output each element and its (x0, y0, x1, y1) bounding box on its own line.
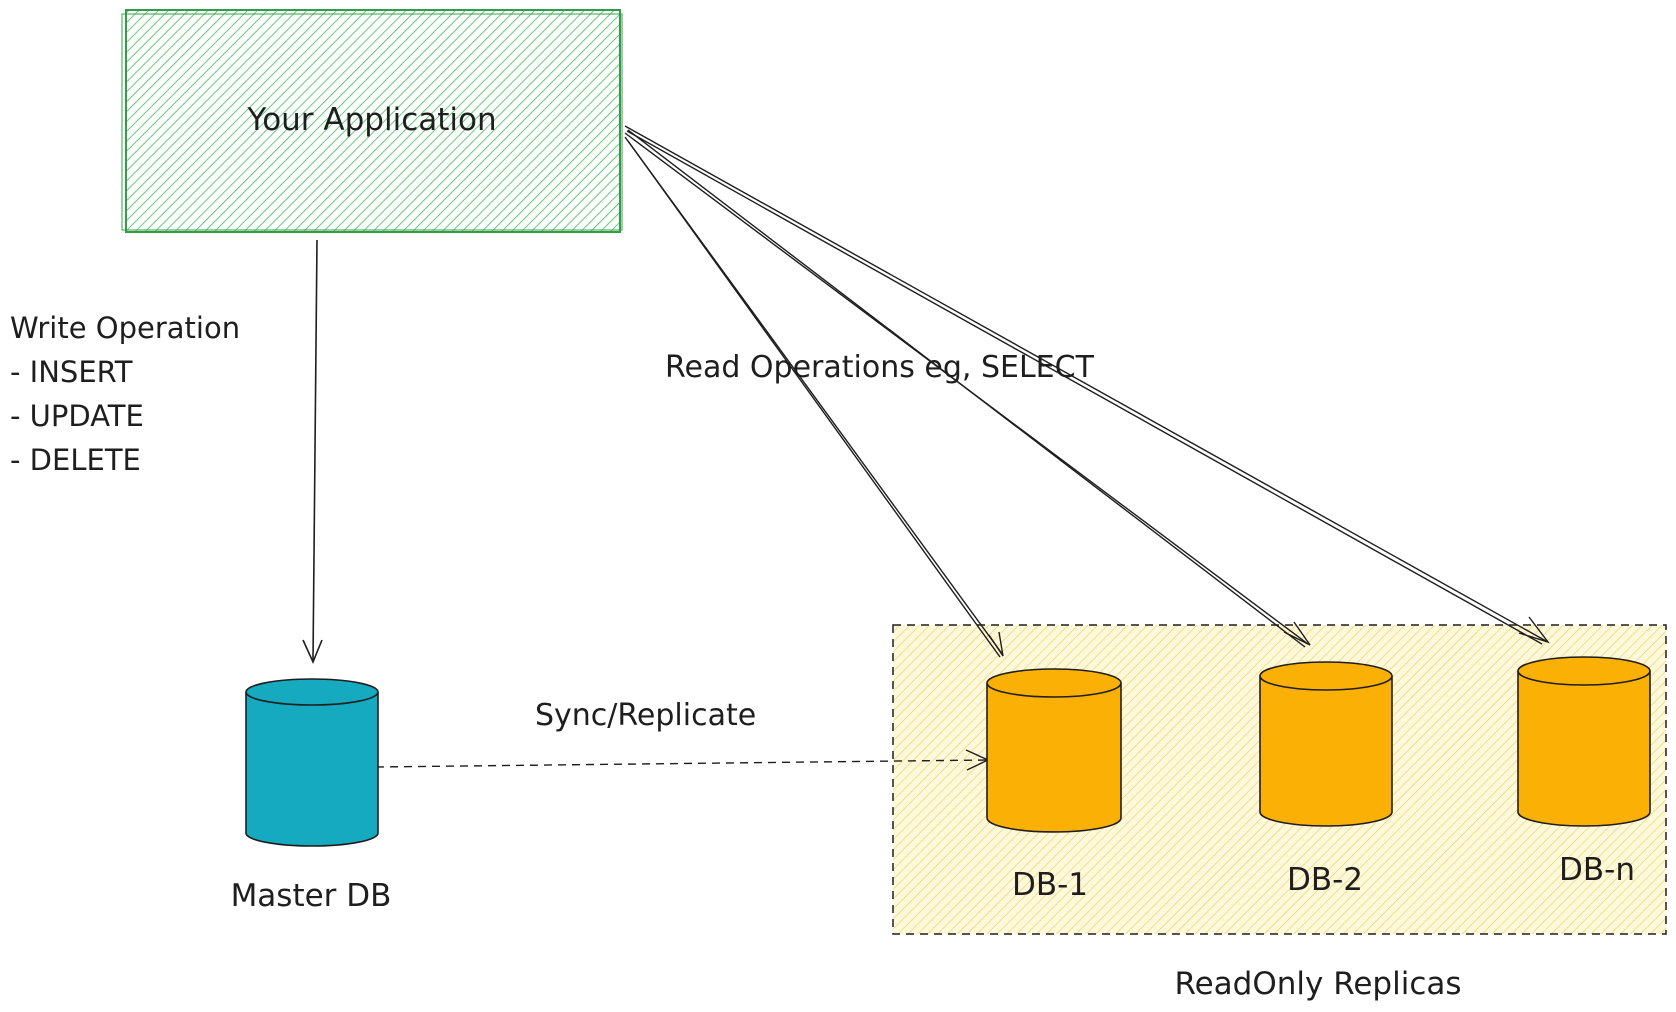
write-op-insert: - INSERT (10, 355, 133, 389)
replica-db-2-cylinder[interactable] (1259, 661, 1393, 827)
master-db-label: Master DB (231, 878, 392, 914)
write-arrow (302, 239, 323, 665)
replica-db-1-cylinder[interactable] (986, 668, 1122, 833)
write-operation-title: Write Operation (10, 311, 240, 345)
replica-db-n-cylinder[interactable] (1517, 656, 1651, 827)
sync-replicate-label: Sync/Replicate (535, 698, 756, 733)
read-arrow-db2 (624, 129, 1311, 648)
application-box[interactable]: Your Application (121, 9, 623, 233)
write-operation-label: Write Operation - INSERT - UPDATE - DELE… (10, 311, 240, 477)
master-db-cylinder[interactable] (245, 678, 379, 847)
read-arrow-db1 (624, 136, 1004, 658)
replica-db-n-label: DB-n (1559, 852, 1635, 888)
read-arrow-dbn (624, 125, 1550, 645)
replica-db-2-label: DB-2 (1287, 862, 1363, 898)
readonly-replicas-label: ReadOnly Replicas (1174, 966, 1461, 1002)
write-op-delete: - DELETE (10, 443, 141, 477)
read-operations-label: Read Operations eg, SELECT (665, 350, 1095, 385)
replica-db-1-label: DB-1 (1012, 867, 1088, 903)
application-label: Your Application (246, 102, 496, 138)
write-op-update: - UPDATE (10, 399, 144, 433)
